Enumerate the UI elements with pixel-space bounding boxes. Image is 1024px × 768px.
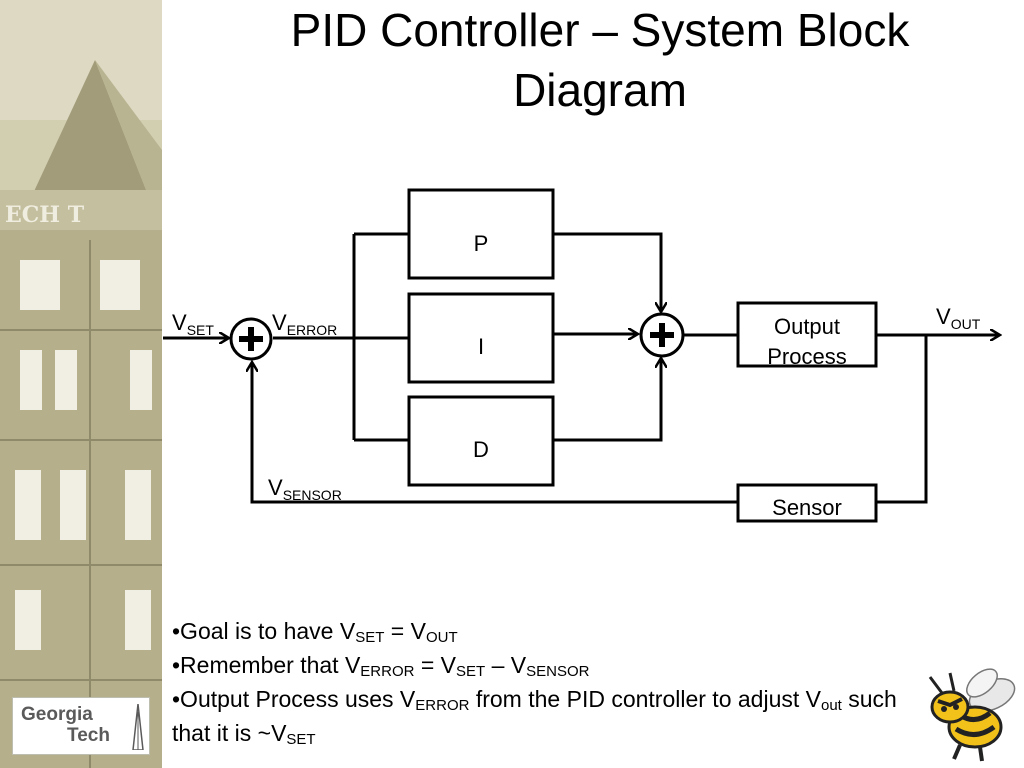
d-label: D: [473, 437, 489, 462]
summing-junction-icon: [229, 317, 273, 361]
tower-spire-icon: [132, 704, 144, 750]
i-block: [407, 292, 555, 384]
p-output-line: [553, 232, 661, 312]
p-label: P: [474, 231, 489, 256]
bullet-list: •Goal is to have VSET = VOUT •Remember t…: [172, 614, 912, 750]
d-output-line: [553, 358, 661, 442]
logo-text-tech: Tech: [67, 725, 110, 746]
sensor-label: Sensor: [772, 495, 842, 520]
d-block: [407, 395, 555, 487]
output-process-label-1: Output: [774, 314, 840, 339]
logo-text-georgia: Georgia: [21, 704, 93, 725]
svg-text:ECH T: ECH T: [5, 202, 85, 228]
v-set-label: VSET: [172, 310, 214, 338]
v-sensor-label: VSENSOR: [268, 475, 342, 503]
v-out-label: VOUT: [936, 304, 981, 332]
bullet-item: •Remember that VERROR = VSET – VSENSOR: [172, 652, 590, 680]
output-process-block: [736, 301, 878, 368]
sensor-block: [736, 483, 878, 523]
p-block: [407, 188, 555, 280]
yellow-jacket-mascot-icon: [928, 668, 1016, 762]
output-process-label-2: Process: [767, 344, 846, 369]
georgia-tech-logo: Georgia Tech: [12, 697, 150, 755]
bullet-item: •Goal is to have VSET = VOUT: [172, 618, 458, 646]
i-label: I: [478, 334, 484, 359]
summing-junction-icon: [639, 312, 685, 358]
sensor-feedback-line: [252, 362, 738, 504]
bullet-item: •Output Process uses VERROR from the PID…: [172, 686, 897, 748]
tech-tower-photo: ECH T: [0, 0, 162, 768]
slide-title: PID Controller – System Block Diagram: [290, 4, 910, 116]
v-error-label: VERROR: [272, 310, 337, 338]
feedback-line: [877, 335, 928, 504]
